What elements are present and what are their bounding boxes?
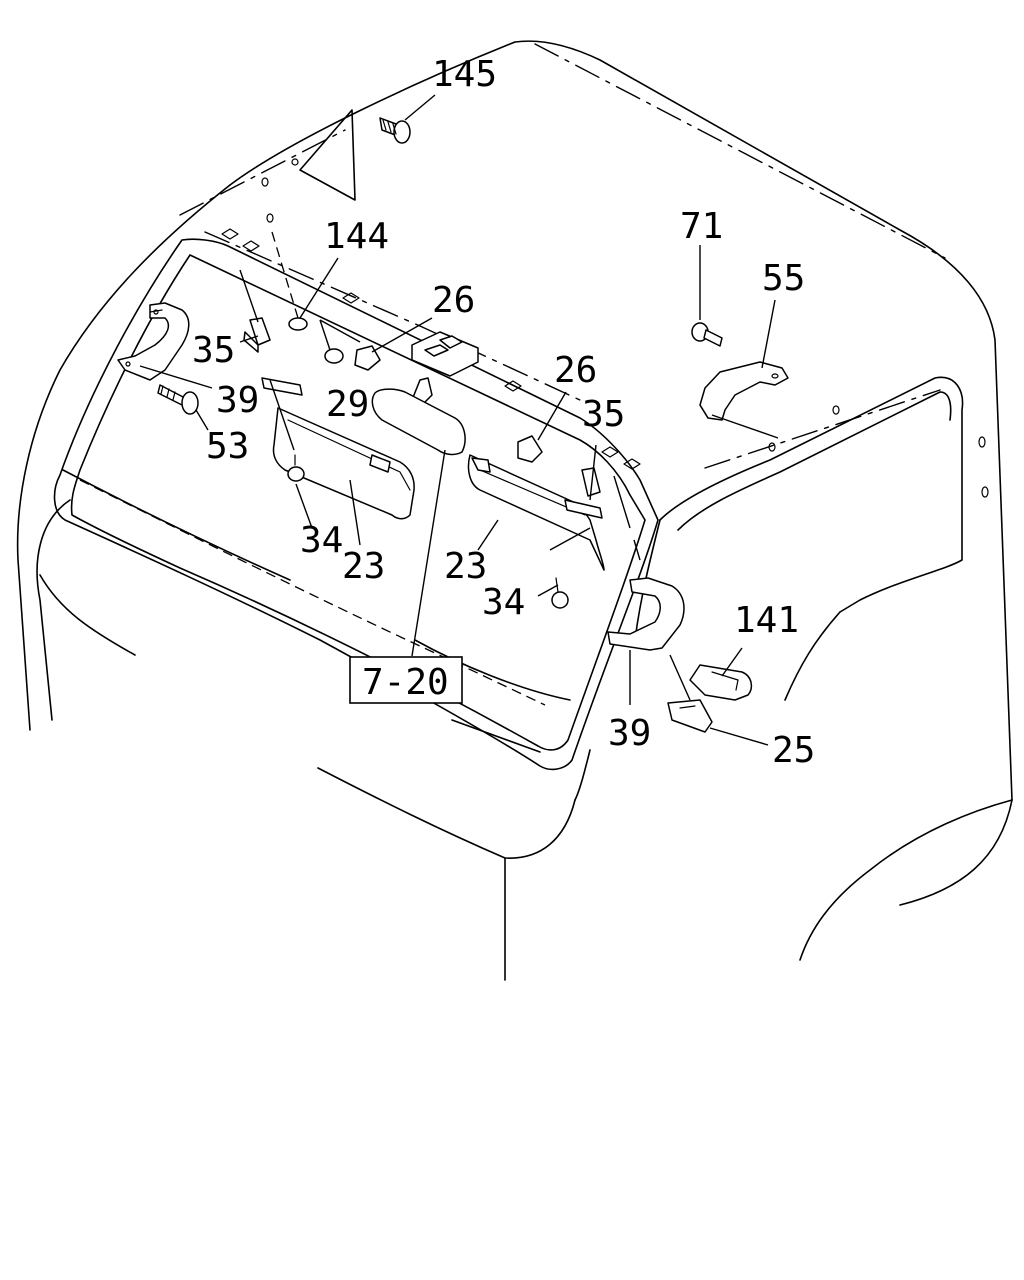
callout-39-left: 39 [216, 380, 259, 421]
cap-144 [288, 317, 308, 331]
callout-35-left: 35 [192, 330, 235, 371]
callout-144: 144 [324, 216, 389, 257]
rear-grip-55 [699, 361, 789, 421]
callout-26-right: 26 [554, 350, 597, 391]
screw-34-right [551, 577, 569, 609]
sun-visor-left [272, 407, 415, 520]
screw-71 [691, 322, 723, 347]
callout-34-left: 34 [300, 520, 343, 561]
callout-25: 25 [772, 730, 815, 771]
callout-53: 53 [206, 426, 249, 467]
assist-grip-right [607, 577, 685, 651]
callout-23-right: 23 [444, 546, 487, 587]
visor-bracket-left [261, 377, 303, 396]
mounting-holes [261, 158, 989, 498]
cab-body-outline [16, 40, 1013, 981]
callout-23-left: 23 [342, 546, 385, 587]
reference-label: 7-20 [362, 662, 449, 703]
leader-lines [139, 94, 779, 746]
callout-39-right: 39 [608, 713, 651, 754]
room-lamp-lens [689, 664, 753, 701]
screw-34-left [287, 454, 305, 482]
screw-145 [379, 117, 411, 144]
reference-box [349, 656, 463, 704]
sun-visor-right [467, 454, 605, 571]
callout-55: 55 [762, 258, 805, 299]
windshield-opening [53, 238, 659, 771]
clip-marks [221, 228, 641, 470]
roof-section-marker [299, 109, 356, 201]
roof-centerlines [179, 43, 946, 469]
room-lamp-base [667, 699, 713, 733]
visor-holder-right [564, 467, 603, 519]
callout-26-left: 26 [432, 280, 475, 321]
assist-grip-left [117, 302, 190, 381]
callout-141: 141 [734, 600, 799, 641]
washer-29 [324, 348, 344, 364]
visor-clip-right [517, 435, 543, 463]
callout-145: 145 [432, 54, 497, 95]
callout-labels: 145 144 26 26 71 55 35 35 39 39 29 53 34… [192, 54, 815, 771]
callout-29: 29 [326, 384, 369, 425]
visor-holder-left [243, 317, 271, 353]
callout-35-right: 35 [582, 394, 625, 435]
rear-view-mirror [371, 331, 479, 456]
visor-clip-left [354, 345, 381, 371]
callout-34-right: 34 [482, 582, 525, 623]
bolt-53 [157, 384, 199, 415]
callout-71: 71 [680, 206, 723, 247]
